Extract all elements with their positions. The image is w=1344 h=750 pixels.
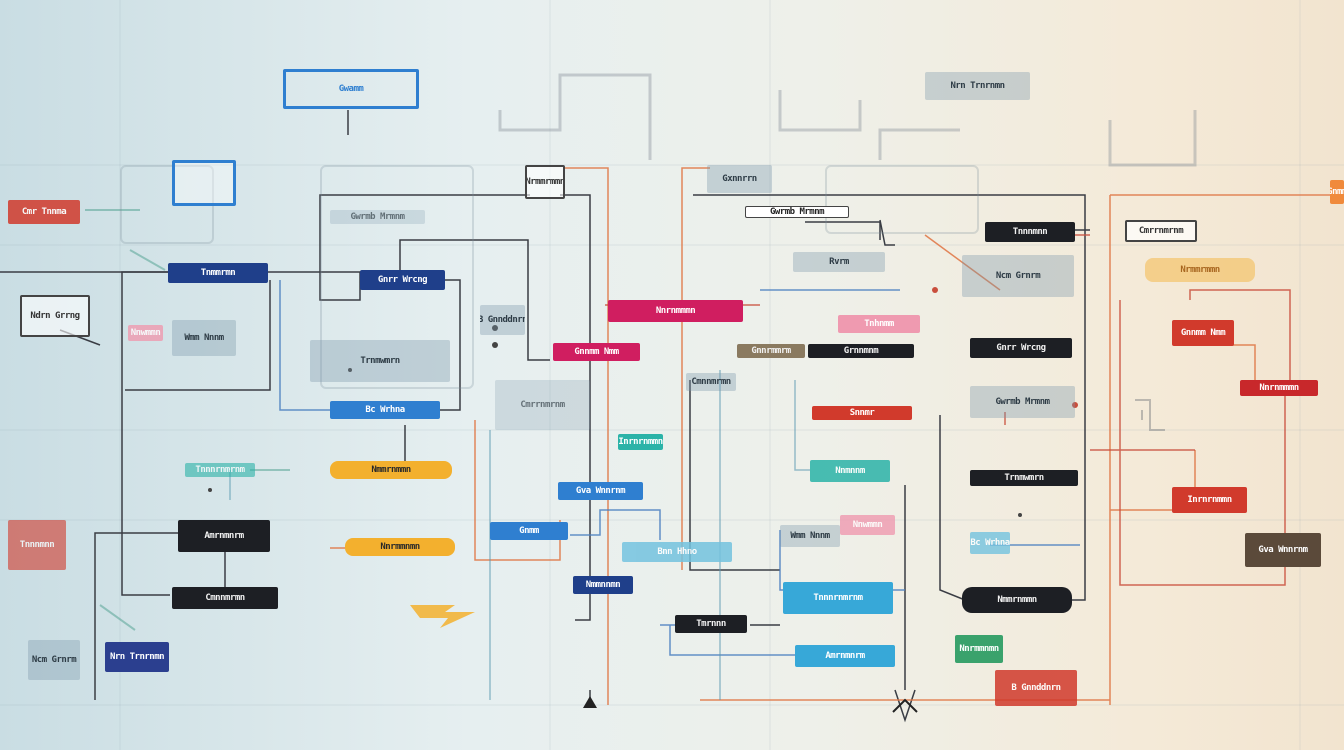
node-faint-right-2[interactable]: Gwrmb Mrmnm xyxy=(970,386,1075,418)
node-pink-small[interactable]: Nnwmmn xyxy=(128,325,163,341)
node-teal-1[interactable]: Inrnrnmmn xyxy=(618,434,663,450)
node-red-right-1[interactable]: Gnnmm Nmm xyxy=(1172,320,1234,346)
node-navy-bottom[interactable]: Nrn Trnrnmn xyxy=(105,642,169,672)
node-blue-1[interactable]: Bc Wrhna xyxy=(330,401,440,419)
node-faint-small[interactable]: B Gnnddnrn xyxy=(480,305,525,335)
node-faint-right[interactable]: Wmm Nnnm xyxy=(780,525,840,547)
node-faint-mid[interactable]: Rvrm xyxy=(793,252,885,272)
node-faint-top-2[interactable]: Gxnnrrn xyxy=(707,165,772,193)
node-orange-2[interactable]: Nnrmmnmn xyxy=(345,538,455,556)
node-orange-1[interactable]: Nmmrnmmn xyxy=(330,461,452,479)
node-brown-1[interactable]: Gnnrmmrm xyxy=(737,344,805,358)
node-blue-2[interactable]: Gva Wnnrnm xyxy=(558,482,643,500)
node-blue-3[interactable]: Gnmm xyxy=(490,522,568,540)
node-dark-pill[interactable]: Nmmrnmmn xyxy=(962,587,1072,613)
node-teal-2[interactable]: Nnmnnm xyxy=(810,460,890,482)
node-faint-header[interactable]: Nrn Trnrnmn xyxy=(925,72,1030,100)
node-navy-2[interactable]: Gnrr Wrcng xyxy=(360,270,445,290)
header-node[interactable]: Gwamm xyxy=(283,69,419,109)
node-faint-icons[interactable]: Cmnnmrmn xyxy=(686,373,736,391)
node-brown-right[interactable]: Gva Wnnrnm xyxy=(1245,533,1321,567)
fork-connector-icon xyxy=(892,698,918,713)
background-frame xyxy=(320,165,474,389)
node-dark-right-2[interactable]: Gnrr Wrcng xyxy=(970,338,1072,358)
node-dark-mid[interactable]: Grnnmnm xyxy=(808,344,914,358)
lightning-bolt-icon xyxy=(410,605,475,628)
node-top-center[interactable]: Nrmmrmmn xyxy=(525,165,565,199)
node-magenta-1[interactable]: Gnnmm Nmm xyxy=(553,343,640,361)
node-dark-right-1[interactable]: Tnnnmnn xyxy=(985,222,1075,242)
node-red-mid[interactable]: Snnmr xyxy=(812,406,912,420)
node-dark-left[interactable]: Amrnmnrm xyxy=(178,520,270,552)
node-caption[interactable]: Gwrmb Mrmnm xyxy=(745,206,849,218)
node-faint-right-cluster[interactable]: Ncm Grnrm xyxy=(962,255,1074,297)
node-monitor-box[interactable]: Ndrn Grrng xyxy=(20,295,90,337)
node-red-right-3[interactable]: Inrnrnmmn xyxy=(1172,487,1247,513)
node-left-edge-faint[interactable]: Ncm Grnrm xyxy=(28,640,80,680)
node-left-edge[interactable]: Tnnnmnn xyxy=(8,520,66,570)
node-navy-3[interactable]: Nmmnnmn xyxy=(573,576,633,594)
node-magenta-2[interactable]: Nnrnmmmn xyxy=(608,300,743,322)
node-cyan-2[interactable]: Amrnmnrm xyxy=(795,645,895,667)
node-lightblue[interactable]: Bnn Hhno xyxy=(622,542,732,562)
node-left-red[interactable]: Cmr Tnnma xyxy=(8,200,80,224)
tree-node-icon xyxy=(1135,399,1165,431)
background-frame xyxy=(825,165,979,234)
node-faint-cluster[interactable]: Trnmwmrn xyxy=(310,340,450,382)
node-faint-left[interactable]: Wmm Nnnm xyxy=(172,320,236,356)
node-red-right-2[interactable]: Nnrnmmmn xyxy=(1240,380,1318,396)
node-pink-2[interactable]: Nnwmmn xyxy=(840,515,895,535)
monitor-icon xyxy=(172,160,236,206)
node-navy-1[interactable]: Tnmmrmn xyxy=(168,263,268,283)
arrow-up-icon xyxy=(583,696,597,708)
node-red-bottom[interactable]: B Gnnddnrn xyxy=(995,670,1077,706)
node-pink-1[interactable]: Tnhnmm xyxy=(838,315,920,333)
node-green-1[interactable]: Nnrmmnmn xyxy=(955,635,1003,663)
node-dark-bottom-left[interactable]: Cmnnmrmn xyxy=(172,587,278,609)
node-far-right-top[interactable]: Cmrrnmrnm xyxy=(1125,220,1197,242)
node-edge-orange[interactable]: Gnmm xyxy=(1330,180,1344,204)
node-dark-right-3[interactable]: Trnmwmrn xyxy=(970,470,1078,486)
node-faint-tree[interactable]: Cmrrnmrnm xyxy=(495,380,590,430)
node-dark-center[interactable]: Tmrnnn xyxy=(675,615,747,633)
node-teal-faint[interactable]: Tnnnrnmrnm xyxy=(185,463,255,477)
node-lightblue-right[interactable]: Bc Wrhna xyxy=(970,532,1010,554)
node-cyan-1[interactable]: Tnnnrnmrnm xyxy=(783,582,893,614)
node-orange-faint[interactable]: Nrmmrmmn xyxy=(1145,258,1255,282)
node-faint-top[interactable]: Gwrmb Mrmnm xyxy=(330,210,425,224)
